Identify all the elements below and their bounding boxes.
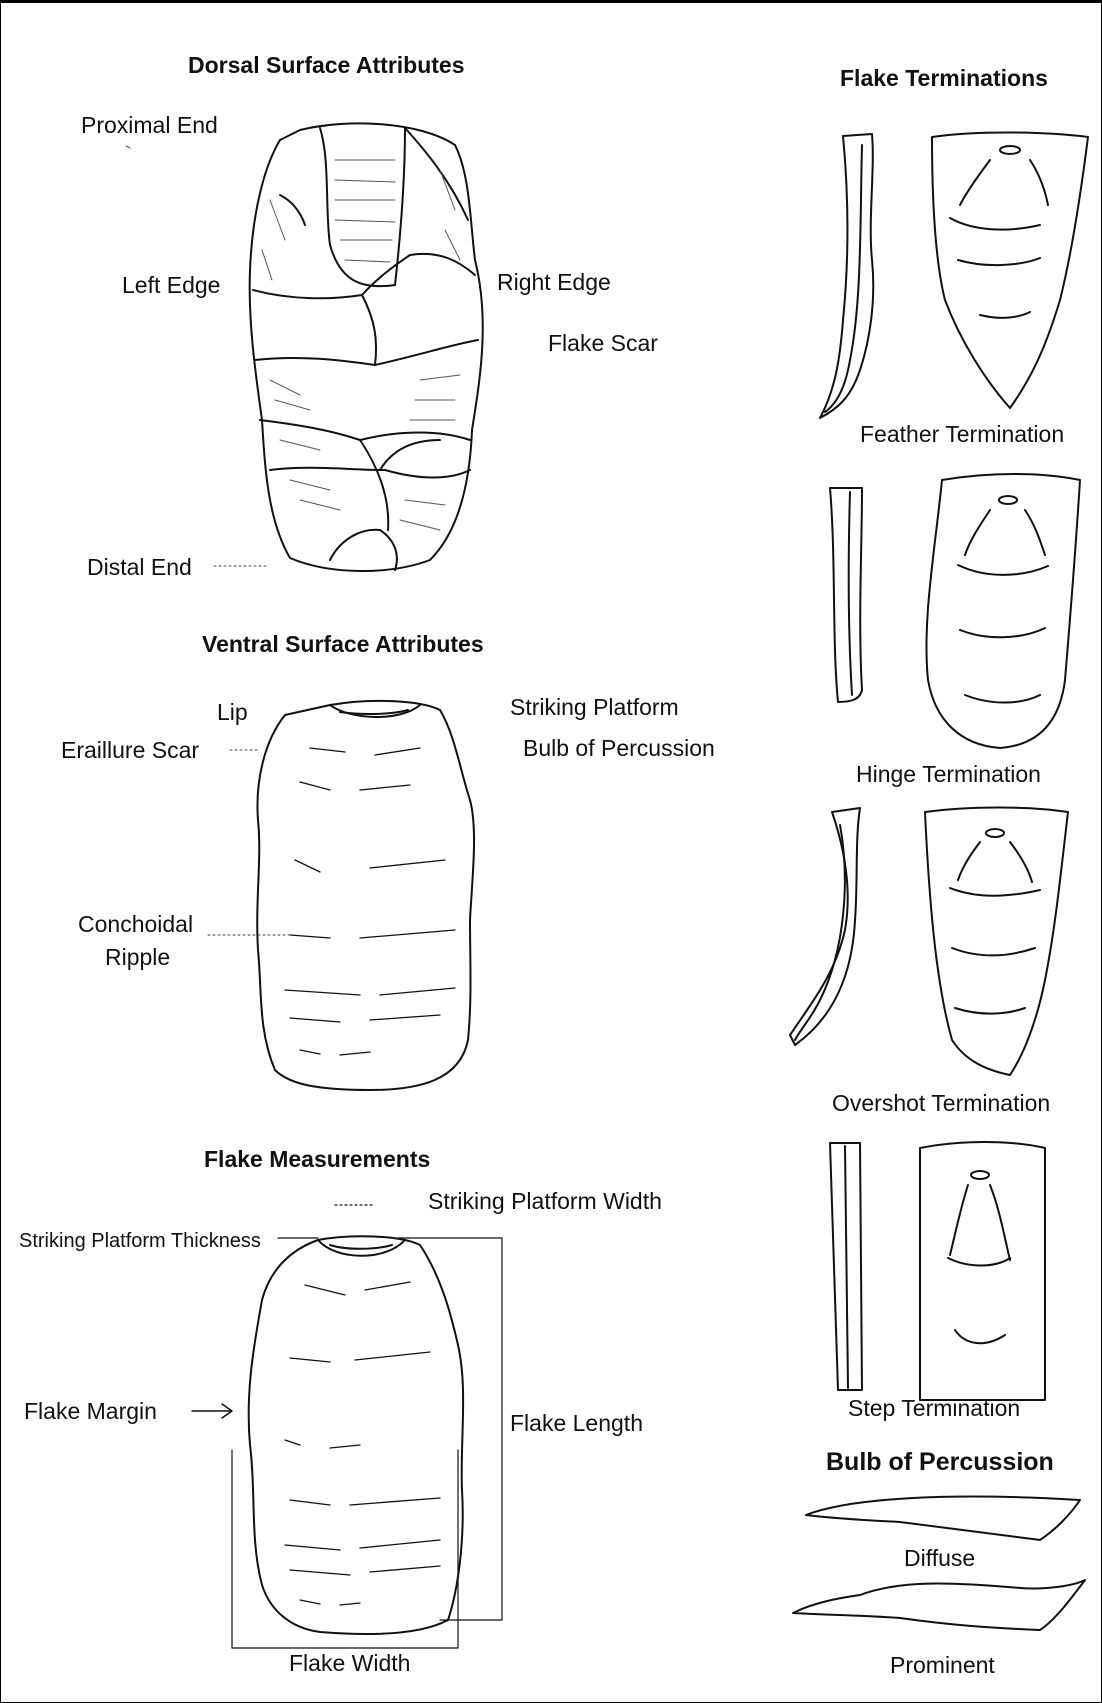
overshot-termination-label: Overshot Termination [832, 1090, 1050, 1117]
flake-margin-label: Flake Margin [24, 1398, 157, 1425]
ventral-heading: Ventral Surface Attributes [202, 631, 484, 658]
terminations-heading: Flake Terminations [840, 65, 1048, 92]
prominent-label: Prominent [890, 1652, 995, 1679]
flake-scar-label: Flake Scar [548, 330, 658, 357]
bulb-diffuse-drawing [806, 1496, 1080, 1540]
hinge-termination-label: Hinge Termination [856, 761, 1041, 788]
striking-platform-label: Striking Platform [510, 694, 679, 721]
measurements-heading: Flake Measurements [204, 1146, 430, 1173]
eraillure-scar-label: Eraillure Scar [61, 737, 199, 764]
diffuse-label: Diffuse [904, 1545, 975, 1572]
dorsal-heading: Dorsal Surface Attributes [188, 52, 465, 79]
sp-thickness-label: Striking Platform Thickness [19, 1230, 261, 1253]
leader-lines [126, 146, 290, 935]
step-termination-label: Step Termination [848, 1395, 1020, 1422]
ventral-flake-drawing [257, 701, 474, 1090]
bulb-heading: Bulb of Percussion [826, 1448, 1054, 1477]
right-edge-label: Right Edge [497, 269, 611, 296]
step-termination-drawing [830, 1142, 1045, 1400]
proximal-end-label: Proximal End [81, 112, 218, 139]
overshot-termination-drawing [790, 808, 1068, 1076]
bulb-of-percussion-label: Bulb of Percussion [523, 735, 715, 762]
bulb-prominent-drawing [793, 1580, 1085, 1630]
conchoidal-label: Conchoidal [78, 911, 193, 938]
feather-termination-drawing [820, 132, 1088, 418]
feather-termination-label: Feather Termination [860, 421, 1064, 448]
sp-width-label: Striking Platform Width [428, 1188, 662, 1215]
distal-end-label: Distal End [87, 554, 192, 581]
measurement-flake-drawing [192, 1205, 502, 1648]
flake-width-label: Flake Width [289, 1650, 410, 1677]
lip-label: Lip [217, 699, 248, 726]
hinge-termination-drawing [830, 474, 1080, 748]
dorsal-flake-drawing [250, 123, 483, 571]
ripple-label: Ripple [105, 944, 170, 971]
flake-length-label: Flake Length [510, 1410, 643, 1437]
left-edge-label: Left Edge [122, 272, 220, 299]
